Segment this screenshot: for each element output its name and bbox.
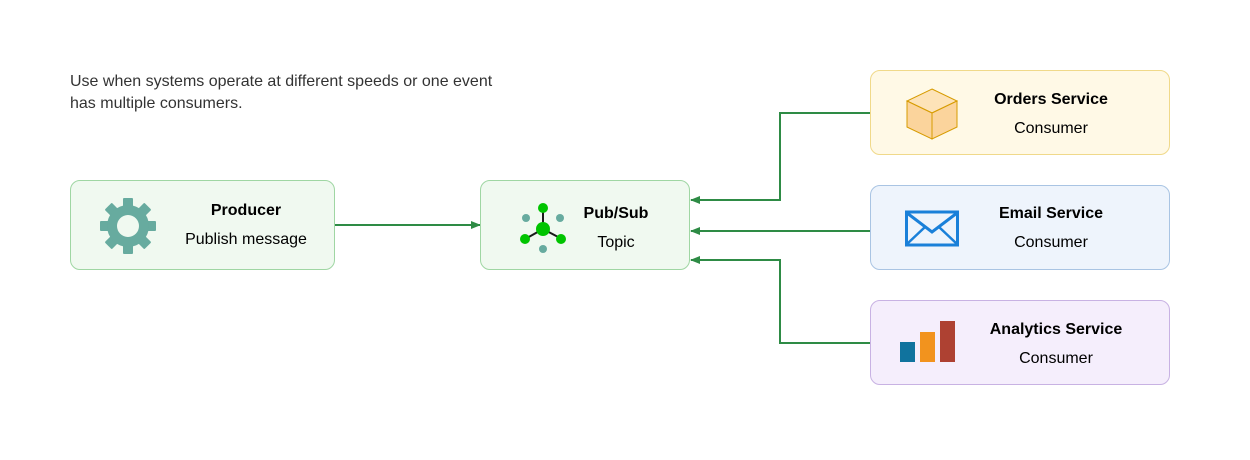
pubsub-node[interactable]: Pub/Sub Topic bbox=[480, 180, 690, 270]
orders-service-node[interactable]: Orders Service Consumer bbox=[870, 70, 1170, 155]
envelope-icon bbox=[905, 210, 959, 248]
hub-icon bbox=[517, 201, 569, 255]
usage-note-line-1: Use when systems operate at different sp… bbox=[70, 71, 570, 93]
pubsub-title: Pub/Sub bbox=[571, 205, 661, 223]
analytics-service-subtitle: Consumer bbox=[971, 350, 1141, 368]
orders-service-title: Orders Service bbox=[971, 91, 1131, 109]
email-service-node[interactable]: Email Service Consumer bbox=[870, 185, 1170, 270]
pubsub-subtitle: Topic bbox=[571, 234, 661, 252]
orders-to-pubsub-connector bbox=[691, 113, 870, 200]
bar-chart-icon bbox=[899, 319, 957, 363]
usage-note: Use when systems operate at different sp… bbox=[70, 71, 570, 115]
analytics-service-title: Analytics Service bbox=[971, 321, 1141, 339]
producer-node[interactable]: Producer Publish message bbox=[70, 180, 335, 270]
orders-service-subtitle: Consumer bbox=[971, 120, 1131, 138]
analytics-to-pubsub-connector bbox=[691, 260, 870, 343]
analytics-service-node[interactable]: Analytics Service Consumer bbox=[870, 300, 1170, 385]
email-service-title: Email Service bbox=[971, 205, 1131, 223]
box-icon bbox=[905, 87, 959, 141]
producer-title: Producer bbox=[171, 202, 321, 220]
usage-note-line-2: has multiple consumers. bbox=[70, 93, 570, 115]
email-service-subtitle: Consumer bbox=[971, 234, 1131, 252]
producer-subtitle: Publish message bbox=[171, 231, 321, 249]
gear-icon bbox=[99, 197, 157, 255]
